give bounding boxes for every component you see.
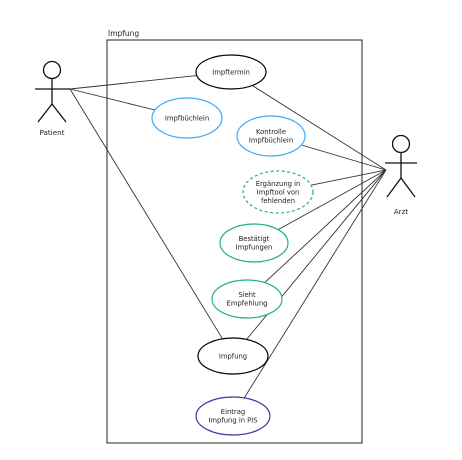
association-arzt-kontrolle <box>301 144 387 171</box>
association-arzt-ergaenzung <box>311 169 387 186</box>
use-case-label-line: Impfung in PIS <box>208 417 257 425</box>
association-patient-impftermin <box>69 75 197 90</box>
use-case-impfung-label: Impfung <box>219 352 247 360</box>
association-arzt-bestaetigt <box>277 169 387 230</box>
association-patient-impfung <box>69 88 223 340</box>
use-case-impftermin[interactable]: Impftermin <box>195 54 267 90</box>
actor-arzt <box>385 134 417 198</box>
use-case-label-line: Eintrag <box>221 408 245 416</box>
actor-patient-label: Patient <box>39 128 64 137</box>
use-case-label-line: Impftool von <box>257 188 300 196</box>
system-boundary: Impfung <box>106 29 363 444</box>
use-case-label-line: Ergänzung in <box>256 180 301 188</box>
system-title: Impfung <box>108 29 139 38</box>
use-case-label-line: Sieht <box>238 291 256 299</box>
use-case-label-line: Bestätigt <box>239 235 270 243</box>
actor-arzt-label: Arzt <box>394 207 409 216</box>
use-case-label-line: Impfbüchlein <box>249 137 293 145</box>
use-case-impfbuechlein-label: Impfbüchlein <box>165 114 209 122</box>
actor-patient <box>35 60 70 123</box>
use-case-label-line: Kontrolle <box>256 128 286 136</box>
use-case-label-line: Impfbüchlein <box>165 114 209 122</box>
actor-arzt-head <box>391 134 411 154</box>
actor-patient-head <box>42 60 62 80</box>
association-arzt-impftermin <box>252 85 387 171</box>
actor-arzt-right-leg <box>400 177 416 198</box>
actor-patient-left-leg <box>37 103 53 123</box>
use-case-label-line: Empfehlung <box>227 300 268 308</box>
use-case-label-line: Impfungen <box>236 244 273 252</box>
use-case-label-line: fehlenden <box>261 197 295 205</box>
actor-patient-right-leg <box>51 103 67 123</box>
use-case-label-line: Impftermin <box>212 68 250 76</box>
actor-arzt-left-leg <box>386 177 402 198</box>
use-case-impftermin-label: Impftermin <box>212 68 250 76</box>
association-arzt-empfehlung <box>264 169 387 283</box>
use-case-label-line: Impfung <box>219 352 247 360</box>
association-patient-impfbuechlein <box>69 88 156 111</box>
use-case-impfbuechlein[interactable]: Impfbüchlein <box>151 97 223 139</box>
use-case-impfung[interactable]: Impfung <box>197 337 269 375</box>
